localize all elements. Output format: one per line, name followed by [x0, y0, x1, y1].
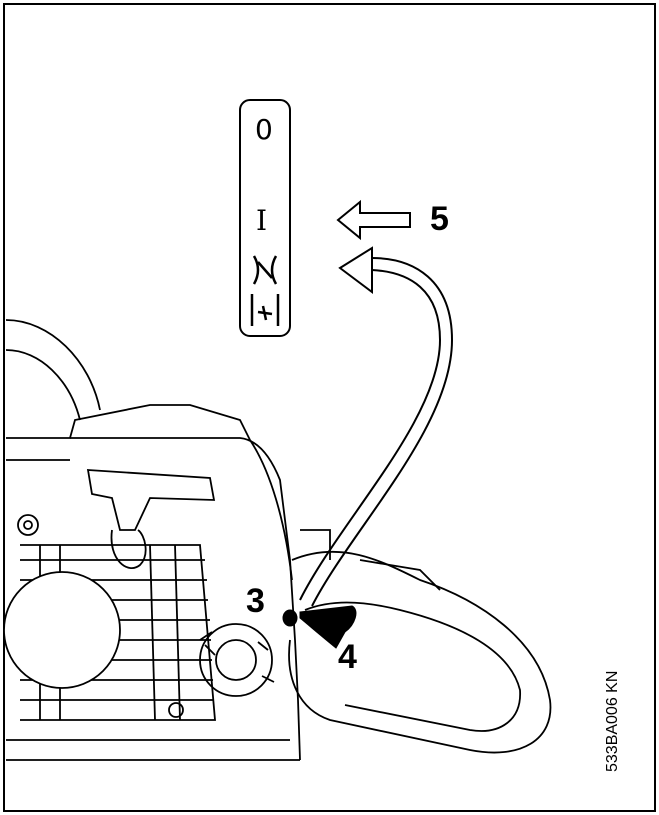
- throttle-trigger: [299, 605, 357, 649]
- switch-symbol-panel: [239, 99, 291, 337]
- figure-border: [3, 3, 656, 812]
- callout-5: 5: [430, 200, 449, 238]
- master-control-lever: [282, 609, 298, 627]
- half-throttle-icon: [252, 255, 278, 285]
- callout-4: 4: [338, 638, 357, 676]
- chainsaw-body: [3, 319, 552, 761]
- choke-icon: [250, 294, 280, 326]
- lever-and-trigger: [282, 605, 357, 649]
- callout-3: 3: [246, 582, 265, 620]
- run-position-symbol: I: [256, 204, 268, 237]
- stop-position-symbol: 0: [255, 113, 273, 146]
- arrow-5: [336, 199, 411, 241]
- figure-code: 533BA006 KN: [604, 670, 621, 772]
- curved-arrow: [299, 246, 454, 607]
